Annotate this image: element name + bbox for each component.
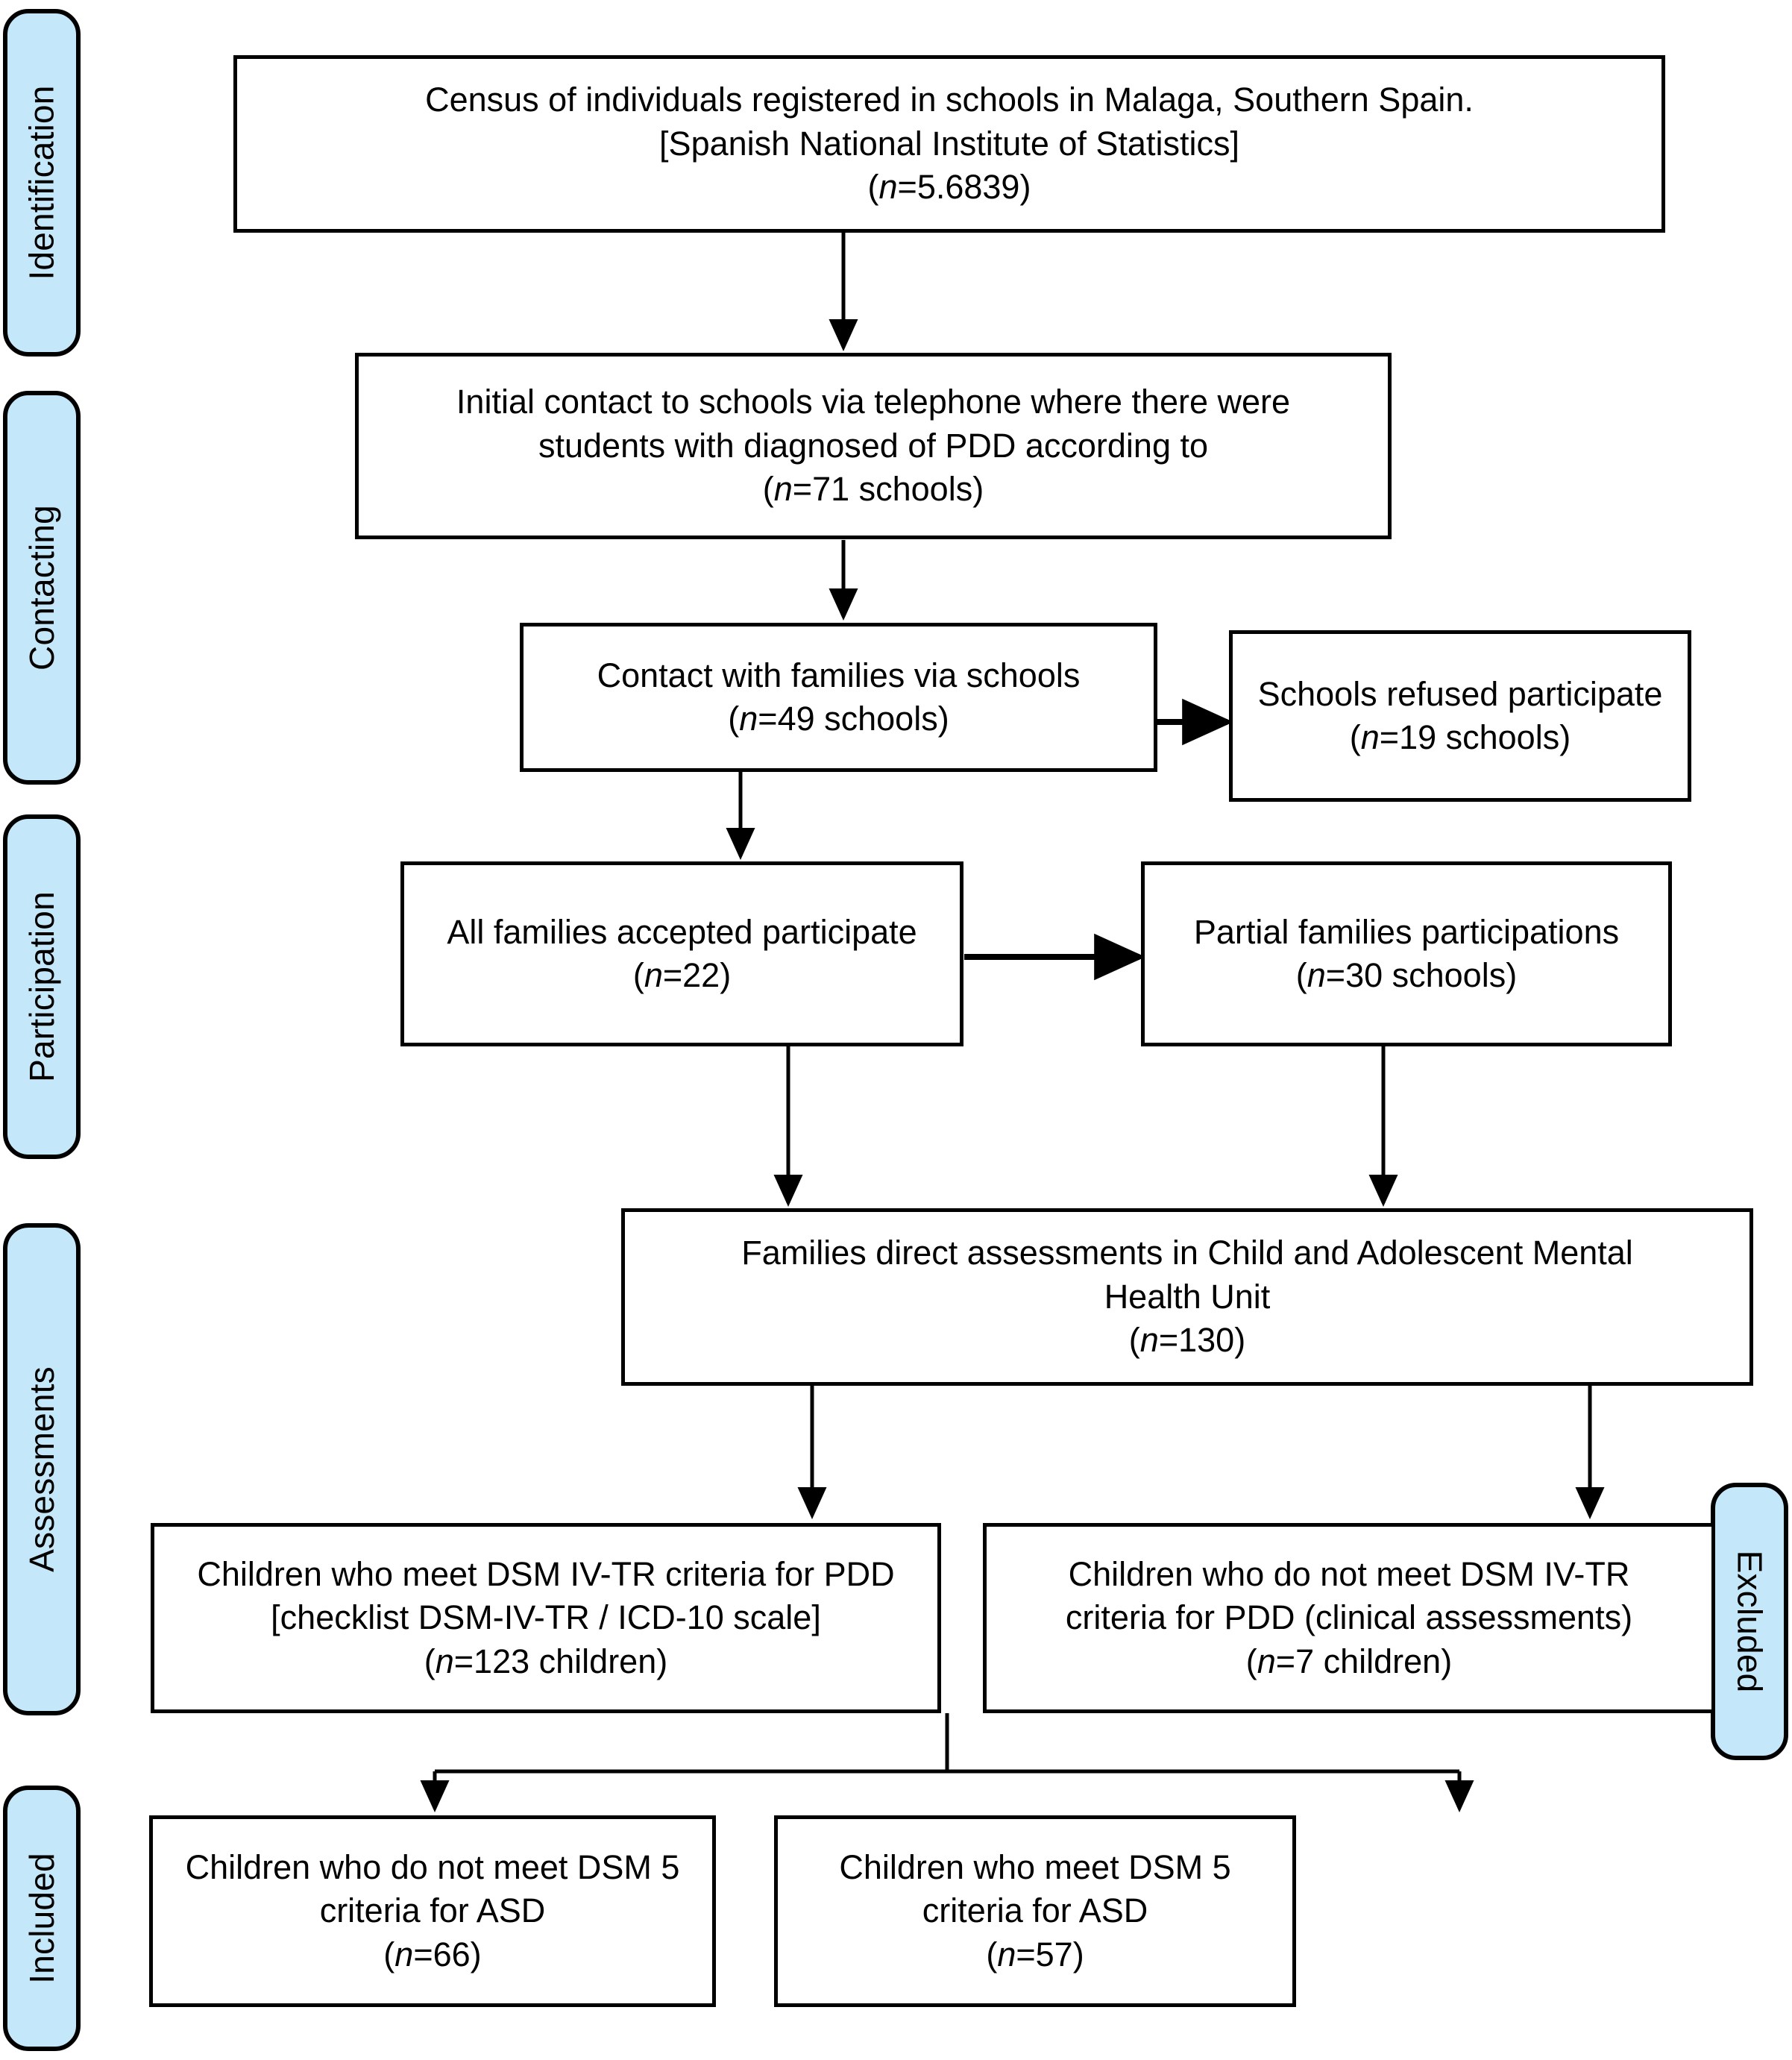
node-not-meet-dsm4-line-1: Children who do not meet DSM IV-TR	[1068, 1554, 1630, 1593]
node-direct-assessments-n-value: =130	[1158, 1321, 1235, 1360]
node-not-meet-dsm4-n-value: =7 children	[1275, 1642, 1442, 1680]
node-contact-families-count: (n=49 schools)	[728, 700, 949, 738]
node-partial-families-n-value: =30 schools	[1325, 956, 1506, 994]
node-meet-dsm4-text: Children who meet DSM IV-TR criteria for…	[197, 1553, 894, 1684]
stage-pill-included: Included	[3, 1786, 81, 2051]
node-meet-dsm5: Children who meet DSM 5 criteria for ASD…	[774, 1815, 1296, 2007]
node-direct-assessments-line-2: Health Unit	[1104, 1277, 1271, 1316]
node-partial-families-text: Partial families participations (n=30 sc…	[1194, 911, 1619, 998]
node-direct-assessments-line-1: Families direct assessments in Child and…	[741, 1234, 1633, 1272]
stage-label-included: Included	[22, 1853, 62, 1984]
node-initial-contact-line-1: Initial contact to schools via telephone…	[456, 383, 1291, 421]
node-meet-dsm5-count: (n=57)	[986, 1935, 1084, 1973]
node-all-families-accepted-n-value: =22	[662, 956, 720, 994]
node-contact-families-line-1: Contact with families via schools	[597, 656, 1081, 694]
node-schools-refused-n-value: =19 schools	[1379, 718, 1560, 756]
node-schools-refused-text: Schools refused participate (n=19 school…	[1258, 673, 1663, 760]
stage-label-excluded: Excluded	[1730, 1550, 1769, 1693]
node-not-meet-dsm4-count: (n=7 children)	[1245, 1642, 1453, 1680]
node-not-meet-dsm5-text: Children who do not meet DSM 5 criteria …	[186, 1846, 680, 1977]
node-all-families-accepted: All families accepted participate (n=22)	[400, 861, 963, 1046]
stage-pill-assessments: Assessments	[3, 1223, 81, 1715]
node-meet-dsm4-line-2: [checklist DSM-IV-TR / ICD-10 scale]	[271, 1598, 821, 1637]
node-not-meet-dsm4: Children who do not meet DSM IV-TR crite…	[983, 1523, 1715, 1713]
node-census-n-value: =5.6839	[897, 168, 1020, 207]
node-initial-contact: Initial contact to schools via telephone…	[355, 353, 1392, 539]
node-partial-families: Partial families participations (n=30 sc…	[1141, 861, 1672, 1046]
node-not-meet-dsm4-text: Children who do not meet DSM IV-TR crite…	[1066, 1553, 1632, 1684]
node-meet-dsm4-n-symbol: n	[435, 1642, 454, 1680]
node-all-families-accepted-line-1: All families accepted participate	[447, 912, 917, 951]
stage-label-participation: Participation	[22, 891, 61, 1082]
node-meet-dsm5-n-symbol: n	[997, 1935, 1016, 1973]
node-all-families-accepted-text: All families accepted participate (n=22)	[447, 911, 917, 998]
node-partial-families-line-1: Partial families participations	[1193, 912, 1620, 951]
stage-label-contacting: Contacting	[22, 505, 62, 671]
node-contact-families-n-symbol: n	[739, 700, 758, 738]
node-initial-contact-text: Initial contact to schools via telephone…	[456, 380, 1290, 512]
node-meet-dsm5-text: Children who meet DSM 5 criteria for ASD…	[839, 1846, 1230, 1977]
node-initial-contact-n-value: =71 schools	[792, 470, 973, 509]
node-schools-refused-line-1: Schools refused participate	[1257, 674, 1663, 713]
node-not-meet-dsm5-line-2: criteria for ASD	[319, 1891, 546, 1930]
node-direct-assessments: Families direct assessments in Child and…	[621, 1208, 1753, 1386]
node-meet-dsm5-line-2: criteria for ASD	[922, 1891, 1148, 1930]
node-meet-dsm5-n-value: =57	[1016, 1935, 1073, 1973]
node-direct-assessments-count: (n=130)	[1128, 1321, 1246, 1360]
node-meet-dsm4-count: (n=123 children)	[424, 1642, 668, 1680]
node-meet-dsm5-line-1: Children who meet DSM 5	[839, 1847, 1231, 1886]
node-contact-families: Contact with families via schools (n=49 …	[520, 623, 1157, 772]
node-not-meet-dsm5-line-1: Children who do not meet DSM 5	[185, 1847, 680, 1886]
node-schools-refused-count: (n=19 schools)	[1349, 718, 1571, 756]
node-meet-dsm4-n-value: =123 children	[453, 1642, 657, 1680]
node-not-meet-dsm5-count: (n=66)	[383, 1935, 482, 1973]
node-schools-refused-n-symbol: n	[1360, 718, 1380, 756]
node-not-meet-dsm5: Children who do not meet DSM 5 criteria …	[149, 1815, 716, 2007]
node-direct-assessments-n-symbol: n	[1139, 1321, 1159, 1360]
node-initial-contact-line-2: students with diagnosed of PDD according…	[538, 426, 1209, 465]
stage-pill-excluded: Excluded	[1711, 1483, 1788, 1760]
stage-pill-identification: Identification	[3, 9, 81, 357]
node-meet-dsm4-line-1: Children who meet DSM IV-TR criteria for…	[197, 1554, 895, 1593]
stage-pill-contacting: Contacting	[3, 391, 81, 785]
node-partial-families-n-symbol: n	[1307, 956, 1326, 994]
node-meet-dsm4: Children who meet DSM IV-TR criteria for…	[151, 1523, 941, 1713]
node-contact-families-text: Contact with families via schools (n=49 …	[597, 654, 1081, 741]
node-not-meet-dsm4-n-symbol: n	[1257, 1642, 1276, 1680]
node-initial-contact-n-symbol: n	[773, 470, 793, 509]
node-schools-refused: Schools refused participate (n=19 school…	[1229, 630, 1691, 802]
node-not-meet-dsm5-n-value: =66	[413, 1935, 471, 1973]
node-partial-families-count: (n=30 schools)	[1295, 956, 1518, 994]
node-all-families-accepted-n-symbol: n	[644, 956, 663, 994]
node-not-meet-dsm4-line-2: criteria for PDD (clinical assessments)	[1065, 1598, 1633, 1637]
node-census-line-1: Census of individuals registered in scho…	[425, 81, 1474, 119]
node-contact-families-n-value: =49 schools	[758, 700, 938, 738]
stage-pill-participation: Participation	[3, 814, 81, 1159]
node-census-line-2: [Spanish National Institute of Statistic…	[659, 124, 1239, 163]
stage-label-assessments: Assessments	[22, 1366, 62, 1572]
node-census-text: Census of individuals registered in scho…	[425, 78, 1474, 210]
node-initial-contact-count: (n=71 schools)	[762, 470, 984, 509]
node-census-n-symbol: n	[878, 168, 898, 207]
node-direct-assessments-text: Families direct assessments in Child and…	[741, 1231, 1633, 1363]
stage-label-identification: Identification	[22, 85, 61, 280]
node-all-families-accepted-count: (n=22)	[632, 956, 732, 994]
node-not-meet-dsm5-n-symbol: n	[394, 1935, 414, 1973]
node-census: Census of individuals registered in scho…	[233, 55, 1665, 233]
node-census-count: (n=5.6839)	[867, 168, 1031, 207]
